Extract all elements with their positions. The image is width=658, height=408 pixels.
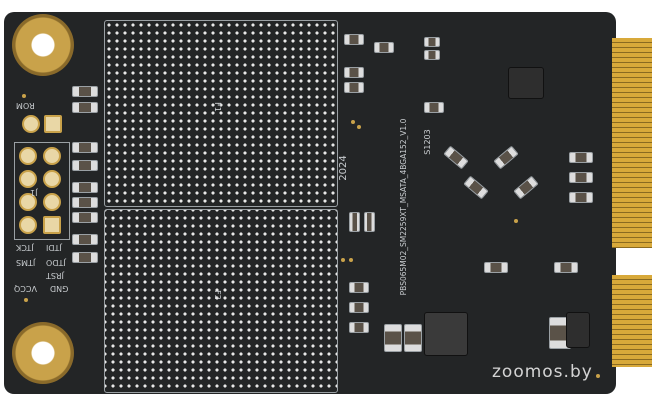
silk-code: S1203 (423, 129, 432, 155)
smd-component (72, 142, 98, 153)
smd-component (72, 197, 98, 208)
jtag-pad (43, 147, 61, 165)
power-inductor (424, 312, 468, 356)
smd-component (463, 175, 489, 200)
smd-component (484, 262, 508, 273)
via (514, 219, 518, 223)
capacitor (384, 324, 402, 352)
smd-component (493, 145, 519, 170)
smd-component (424, 50, 440, 60)
msata-edge-connector-bottom (612, 275, 652, 367)
smd-component (513, 175, 539, 200)
capacitor (404, 324, 422, 352)
smd-component (349, 302, 369, 313)
smd-component (344, 67, 364, 78)
silk-f2: F2 (212, 290, 222, 300)
via (22, 94, 26, 98)
nand-footprint-f2 (104, 209, 338, 393)
smd-component (554, 262, 578, 273)
nand-footprint-f1 (104, 20, 338, 207)
msata-edge-connector-top (612, 38, 652, 248)
smd-component (374, 42, 394, 53)
smd-component (344, 34, 364, 45)
silk-jtck: JTCK (16, 243, 34, 252)
via (357, 125, 361, 129)
smd-component (72, 182, 98, 193)
smd-component (424, 102, 444, 113)
smd-component (72, 252, 98, 263)
via (351, 120, 355, 124)
smd-component (364, 212, 375, 232)
smd-component (569, 152, 593, 163)
mounting-hole-bottom (12, 322, 74, 384)
mosfet-chip (508, 67, 544, 99)
mounting-hole-top (12, 14, 74, 76)
smd-component (72, 160, 98, 171)
jtag-pad (19, 170, 37, 188)
smd-component (569, 192, 593, 203)
jtag-header (14, 142, 70, 240)
silk-f1: F1 (212, 102, 222, 112)
silk-gnd: GND (50, 284, 69, 293)
rom-pad (22, 115, 40, 133)
smd-component (349, 282, 369, 293)
silk-jrst: JRST (46, 271, 64, 280)
via (341, 258, 345, 262)
smd-component (569, 172, 593, 183)
smd-component (344, 82, 364, 93)
smd-component (443, 145, 469, 170)
silk-j1: J1 (30, 188, 38, 197)
silk-year: 2024 (338, 155, 349, 181)
silk-jtms: JTMS (16, 258, 36, 267)
jtag-pad (19, 193, 37, 211)
via (349, 258, 353, 262)
smd-component (72, 102, 98, 113)
jtag-pad (43, 216, 61, 234)
smd-component (72, 234, 98, 245)
smd-component (349, 212, 360, 232)
pcb-board: F1 F2 ROM J1 JTCK JTDI JTMS JTDO JRST GN… (4, 12, 616, 394)
via (24, 298, 28, 302)
silk-model: PBS065M02_SM2259XT_MSATA_4BGA152_V1.0 (399, 118, 408, 296)
jtag-pad (43, 193, 61, 211)
smd-component (349, 322, 369, 333)
watermark: zoomos.by (492, 362, 593, 382)
jtag-pad (19, 216, 37, 234)
silk-vccq: VCCQ (14, 284, 37, 293)
smd-component (72, 86, 98, 97)
smd-component (72, 212, 98, 223)
jtag-pad (43, 170, 61, 188)
silk-jtdo: JTDO (46, 258, 66, 267)
power-ic (566, 312, 590, 348)
smd-component (424, 37, 440, 47)
rom-pad (44, 115, 62, 133)
jtag-pad (19, 147, 37, 165)
via (596, 374, 600, 378)
silk-jtdi: JTDI (46, 243, 62, 252)
silk-rom: ROM (16, 101, 35, 110)
